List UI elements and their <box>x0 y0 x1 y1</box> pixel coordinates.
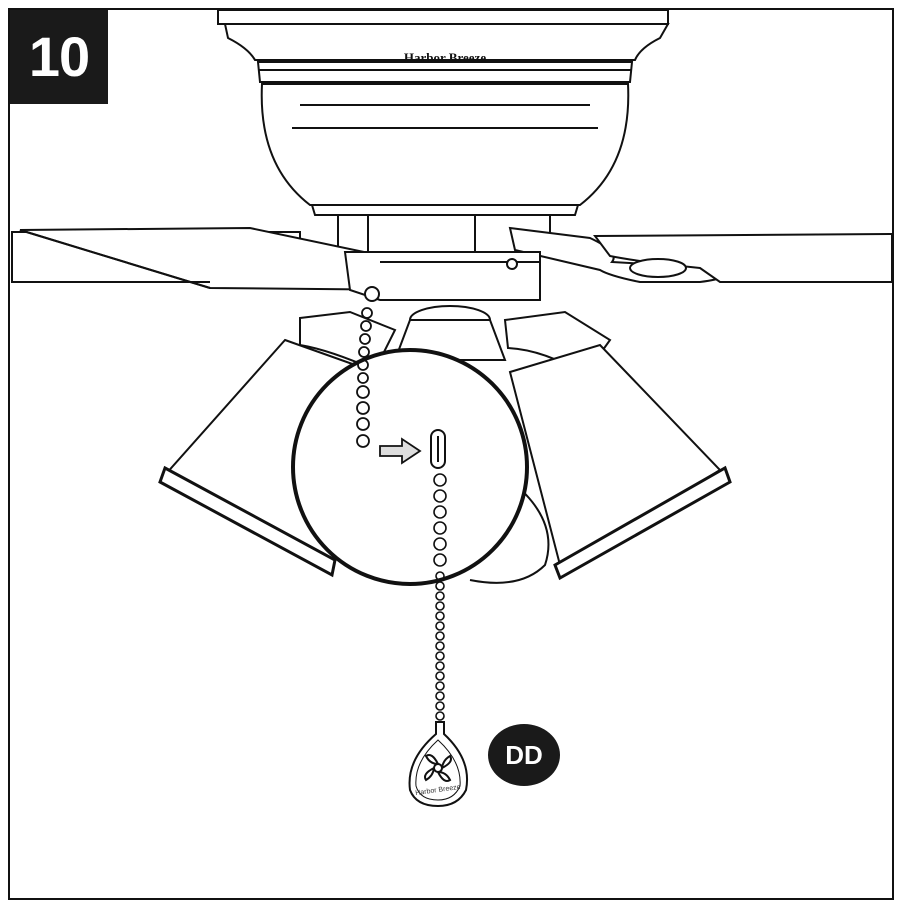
light-kit-switch-housing <box>345 252 540 301</box>
step-number-badge: 10 <box>10 10 108 104</box>
chain-connector <box>431 430 445 468</box>
canopy-brand-logo: Harbor Breeze <box>370 50 520 66</box>
fan-motor-housing <box>218 10 668 255</box>
zoom-detail-circle <box>293 350 527 584</box>
part-label-badge: DD <box>488 724 560 786</box>
